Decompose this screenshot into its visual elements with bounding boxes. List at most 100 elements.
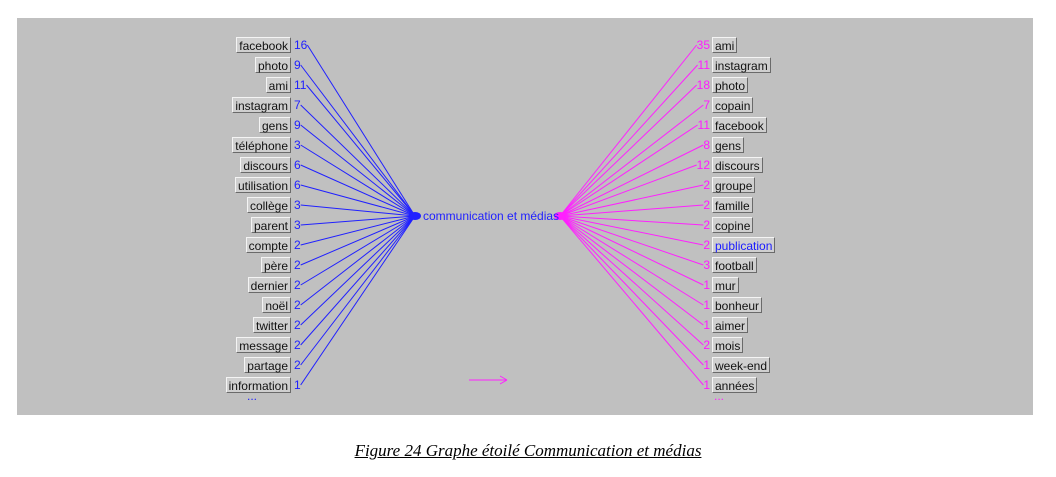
right-word-count: 11 [697, 118, 710, 132]
left-word-node: information [225, 377, 291, 393]
left-edge-line [306, 44, 416, 217]
right-word-node: week-end [712, 357, 771, 373]
star-graph-panel: communication et médias ... ... facebook… [17, 18, 1033, 415]
right-edge-line [559, 204, 704, 217]
left-word-count: 1 [294, 378, 301, 392]
left-word-node: ami [265, 77, 291, 93]
left-word-node: gens [258, 117, 291, 133]
left-word-count: 2 [294, 238, 301, 252]
right-word-count: 1 [703, 358, 710, 372]
right-edge-line [559, 44, 698, 217]
right-edge-line [559, 64, 698, 217]
right-word-node: football [712, 257, 757, 273]
left-edge-line [300, 144, 416, 217]
right-word-node: famille [712, 197, 753, 213]
arrow-right-icon [469, 375, 508, 385]
left-word-count: 2 [294, 318, 301, 332]
left-word-count: 2 [294, 258, 301, 272]
right-word-node: groupe [712, 177, 756, 193]
left-word-node: message [236, 337, 291, 353]
left-word-node: parent [250, 217, 291, 233]
right-edge-line [559, 164, 697, 217]
left-edge-line [300, 215, 416, 306]
left-edge-line [300, 215, 416, 366]
left-hub-node [409, 212, 421, 220]
left-edge-line [300, 164, 416, 217]
left-word-count: 16 [294, 38, 308, 52]
left-edge-line [300, 215, 416, 326]
right-edge-line [559, 215, 704, 246]
left-word-count: 9 [294, 58, 301, 72]
left-word-node: noël [262, 297, 291, 313]
center-node-label: communication et médias [423, 209, 560, 223]
left-edge-line [300, 215, 416, 386]
left-edge-line [306, 84, 416, 217]
left-word-node: utilisation [234, 177, 291, 193]
left-word-count: 2 [294, 278, 301, 292]
right-edge-line [559, 215, 704, 366]
right-edge-line [559, 215, 704, 386]
right-word-count: 2 [703, 218, 710, 232]
left-word-node: collège [246, 197, 291, 213]
right-word-count: 2 [703, 238, 710, 252]
left-word-node: téléphone [232, 137, 291, 153]
right-edge-line [559, 215, 704, 226]
right-word-count: 11 [697, 58, 710, 72]
figure-caption: Figure 24 Graphe étoilé Communication et… [354, 441, 702, 460]
right-word-node: gens [712, 137, 745, 153]
left-edge-line [300, 215, 416, 246]
left-word-node: facebook [236, 37, 291, 53]
left-word-node: discours [240, 157, 291, 173]
left-word-count: 2 [294, 298, 301, 312]
left-word-node: instagram [232, 97, 291, 113]
left-more-indicator: ... [247, 389, 258, 403]
right-word-count: 18 [696, 78, 710, 92]
right-word-count: 3 [703, 258, 710, 272]
left-edge-line [300, 215, 416, 286]
left-word-node: partage [244, 357, 291, 373]
right-word-node: années [712, 377, 758, 393]
left-edge-line [300, 215, 416, 346]
right-edge-line [559, 215, 704, 346]
left-edge-line [300, 204, 416, 217]
right-edge-line [559, 215, 704, 266]
right-edge-line [559, 144, 704, 217]
right-word-node: mois [712, 337, 744, 353]
right-word-node: copain [712, 97, 754, 113]
right-edge-line [559, 184, 704, 217]
left-word-count: 6 [294, 178, 301, 192]
left-edge-line [300, 215, 416, 226]
star-graph-lines [300, 44, 704, 386]
right-edge-line [559, 84, 697, 217]
right-word-node: discours [712, 157, 763, 173]
right-edge-line [559, 104, 704, 217]
right-word-node: ami [712, 37, 738, 53]
right-word-count: 12 [696, 158, 710, 172]
left-edge-line [300, 184, 416, 217]
left-word-count: 2 [294, 338, 301, 352]
right-more-indicator: ... [714, 389, 725, 403]
left-word-count: 9 [294, 118, 301, 132]
right-word-node: photo [712, 77, 749, 93]
right-word-node: instagram [712, 57, 771, 73]
left-edge-line [300, 104, 416, 217]
right-word-node: bonheur [712, 297, 763, 313]
left-word-count: 2 [294, 358, 301, 372]
left-word-node: compte [245, 237, 291, 253]
right-word-count: 1 [703, 318, 710, 332]
right-word-count: 1 [703, 378, 710, 392]
right-word-count: 7 [703, 98, 710, 112]
right-word-count: 2 [703, 338, 710, 352]
left-word-count: 11 [294, 78, 307, 92]
right-hub-node [554, 212, 566, 220]
right-word-count: 2 [703, 198, 710, 212]
right-word-count: 8 [703, 138, 710, 152]
left-word-count: 6 [294, 158, 301, 172]
left-word-node: dernier [247, 277, 291, 293]
right-word-count: 1 [703, 278, 710, 292]
right-word-node: publication [712, 237, 776, 253]
right-word-node: copine [712, 217, 754, 233]
left-edge-line [300, 64, 416, 217]
left-word-count: 3 [294, 198, 301, 212]
left-word-node: père [260, 257, 291, 273]
